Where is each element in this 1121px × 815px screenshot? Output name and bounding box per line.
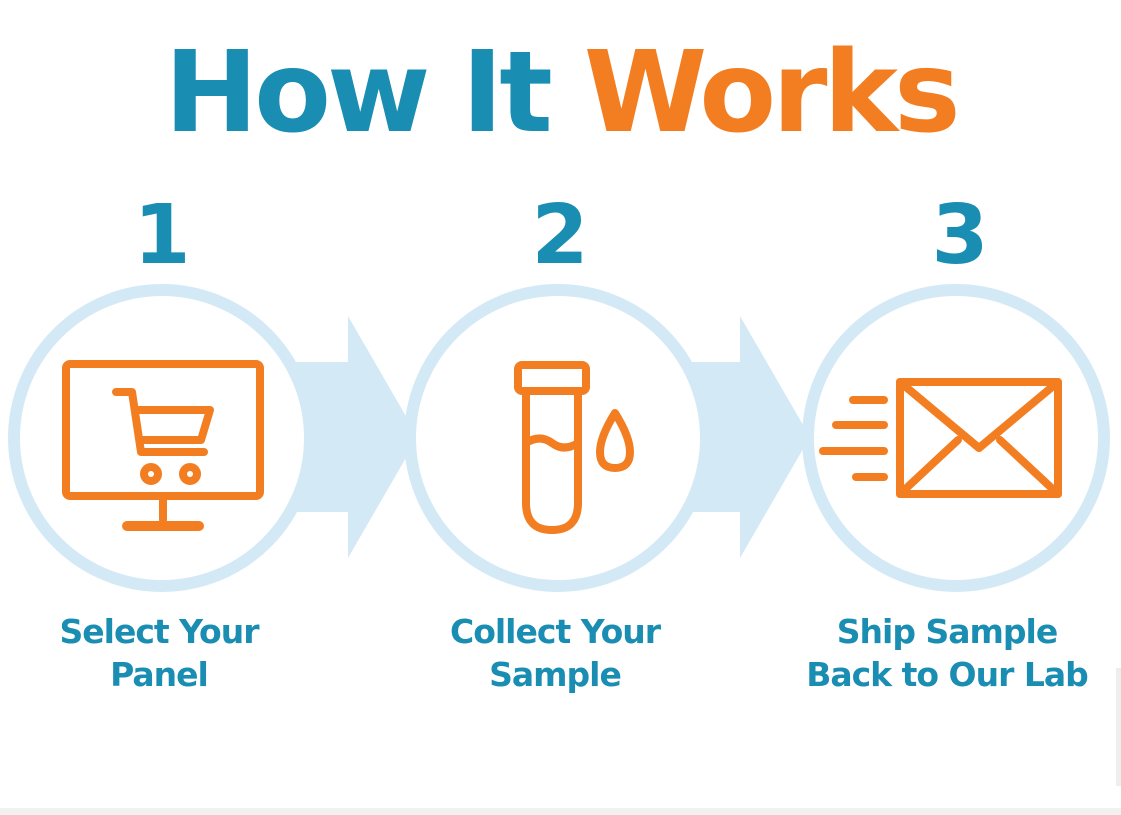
step-2-label-line-2: Sample [489,655,622,694]
step-1-label-line-1: Select Your [59,612,260,651]
bottom-divider [0,808,1121,815]
step-2-number: 2 [531,188,589,283]
step-3-label-line-2: Back to Our Lab [806,655,1089,694]
step-1-label: Select Your Panel [0,610,329,696]
arrow-1-2 [290,316,418,558]
test-tube-icon [514,361,634,534]
step-2-circle [404,284,712,592]
step-3-label-line-1: Ship Sample [836,612,1058,651]
step-1-label-line-2: Panel [110,655,209,694]
title-part-1: How It [164,28,552,158]
page-title: How It Works [0,18,1121,168]
step-2-label-line-1: Collect Your [449,612,661,651]
title-part-2: Works [583,28,961,158]
step-1-number: 1 [133,188,191,283]
step-2-label: Collect Your Sample [385,610,725,696]
arrow-2-3 [682,316,810,558]
envelope-icon [819,378,1062,498]
cart-monitor-icon [62,360,264,531]
step-3-label: Ship Sample Back to Our Lab [777,610,1117,696]
step-3-number: 3 [931,188,989,283]
side-divider [1116,668,1121,786]
